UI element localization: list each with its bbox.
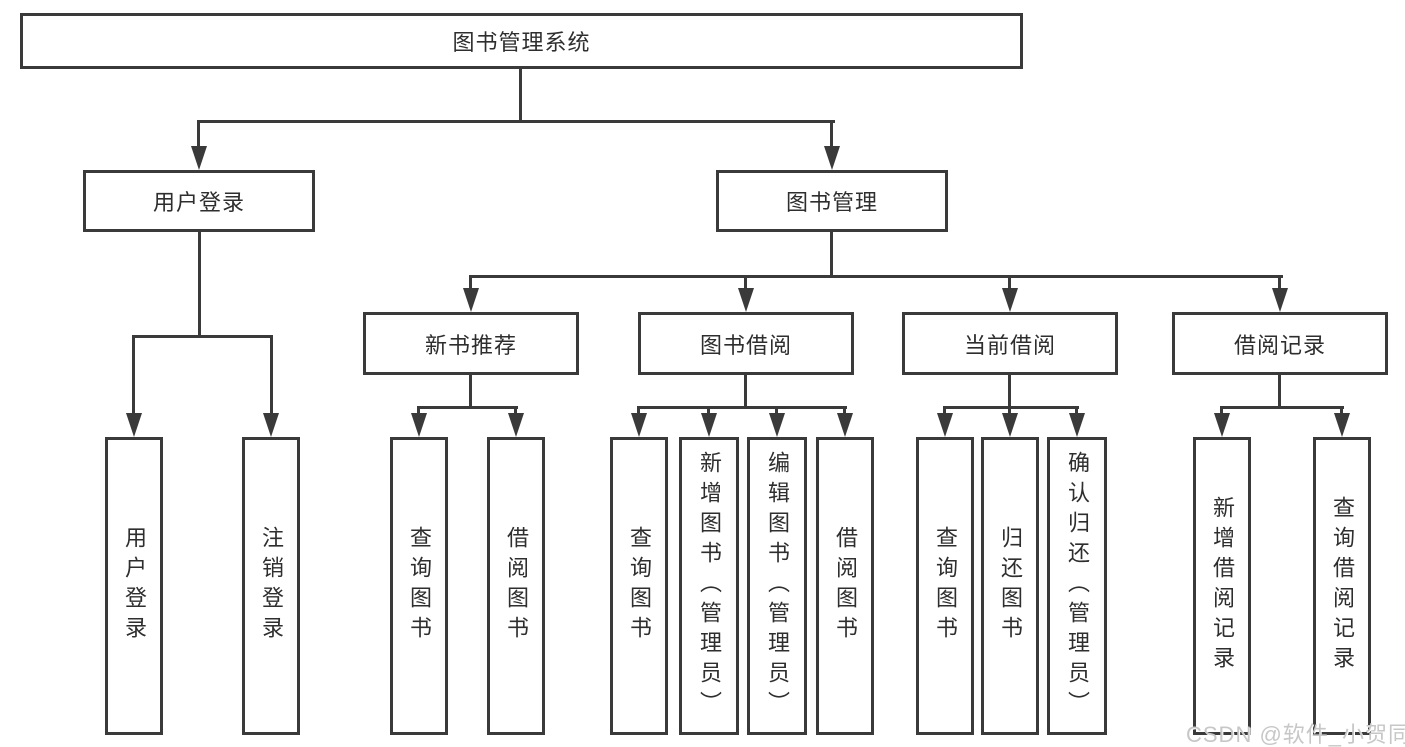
connector-line (132, 335, 135, 415)
connector-line (830, 232, 833, 277)
connector-line (744, 275, 747, 290)
connector-line (197, 120, 200, 148)
connector-line (1008, 275, 1011, 290)
node-current-borrowing: 当前借阅 (902, 312, 1118, 375)
leaf-edit-book-admin: 编辑图书（管理员） (747, 437, 807, 735)
connector-line (1075, 406, 1078, 415)
connector-arrow (837, 413, 853, 437)
leaf-query-borrow-record: 查询借阅记录 (1313, 437, 1371, 735)
connector-arrow (1002, 413, 1018, 437)
csdn-watermark: CSDN @软件_小贺同学 (1186, 722, 1405, 747)
connector-line (943, 406, 946, 415)
connector-line (514, 406, 517, 415)
leaf-add-borrow-record: 新增借阅记录 (1193, 437, 1251, 735)
connector-line (519, 69, 522, 120)
node-book-borrowing: 图书借阅 (638, 312, 854, 375)
leaf-borrow-book-borrowing: 借阅图书 (816, 437, 874, 735)
leaf-return-book: 归还图书 (981, 437, 1039, 735)
connector-line (1340, 406, 1343, 415)
connector-line (469, 275, 1283, 278)
connector-line (943, 406, 1079, 409)
connector-line (1008, 375, 1011, 408)
connector-line (637, 406, 847, 409)
node-new-book-recommendation: 新书推荐 (363, 312, 579, 375)
leaf-logout: 注销登录 (242, 437, 300, 735)
connector-arrow (1272, 288, 1288, 312)
connector-arrow (1334, 413, 1350, 437)
leaf-query-book-recommend: 查询图书 (390, 437, 448, 735)
connector-arrow (1002, 288, 1018, 312)
connector-line (1220, 406, 1223, 415)
leaf-user-login: 用户登录 (105, 437, 163, 735)
connector-line (1278, 375, 1281, 408)
connector-line (469, 375, 472, 408)
connector-line (775, 406, 778, 415)
connector-arrow (411, 413, 427, 437)
connector-line (417, 406, 518, 409)
connector-arrow (631, 413, 647, 437)
connector-arrow (738, 288, 754, 312)
connector-line (830, 120, 833, 148)
connector-line (744, 375, 747, 408)
connector-arrow (1214, 413, 1230, 437)
connector-arrow (126, 413, 142, 437)
connector-line (197, 120, 835, 123)
connector-line (1008, 406, 1011, 415)
connector-line (707, 406, 710, 415)
connector-line (270, 335, 273, 415)
leaf-query-book-borrowing: 查询图书 (610, 437, 668, 735)
connector-line (132, 335, 273, 338)
connector-arrow (191, 146, 207, 170)
connector-line (1220, 406, 1344, 409)
connector-arrow (1069, 413, 1085, 437)
connector-line (1278, 275, 1281, 290)
connector-line (469, 275, 472, 290)
node-book-management: 图书管理 (716, 170, 948, 232)
node-root: 图书管理系统 (20, 13, 1023, 69)
connector-line (637, 406, 640, 415)
leaf-add-book-admin: 新增图书（管理员） (679, 437, 739, 735)
connector-arrow (463, 288, 479, 312)
node-user-login: 用户登录 (83, 170, 315, 232)
connector-arrow (937, 413, 953, 437)
connector-line (198, 232, 201, 338)
connector-arrow (263, 413, 279, 437)
leaf-confirm-return-admin: 确认归还（管理员） (1047, 437, 1107, 735)
connector-arrow (824, 146, 840, 170)
connector-line (843, 406, 846, 415)
connector-arrow (508, 413, 524, 437)
leaf-query-book-current: 查询图书 (916, 437, 974, 735)
connector-arrow (769, 413, 785, 437)
leaf-borrow-book-recommend: 借阅图书 (487, 437, 545, 735)
node-borrowing-records: 借阅记录 (1172, 312, 1388, 375)
connector-line (417, 406, 420, 415)
connector-arrow (701, 413, 717, 437)
